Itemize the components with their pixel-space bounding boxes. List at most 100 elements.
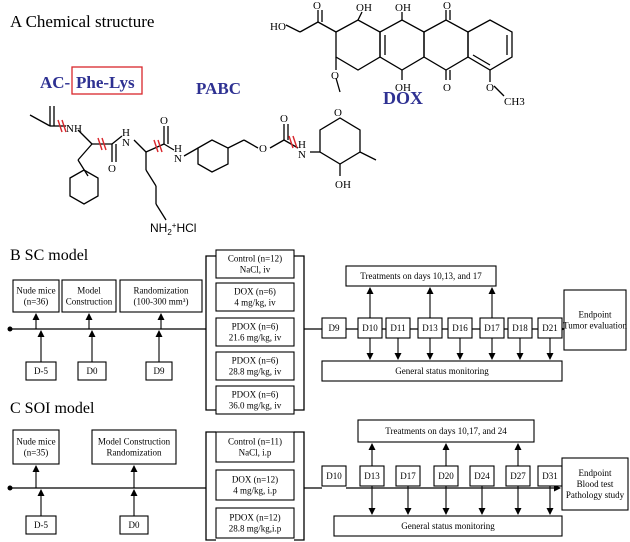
atom-o: O	[486, 82, 494, 94]
b-group-box-1-text: DOX (n=6)	[234, 287, 276, 297]
panel-b: B SC model Nude mice(n=36)ModelConstruct…	[7, 247, 627, 415]
atom-o: O	[280, 113, 288, 125]
c-setup-box-0-text: Nude mice	[16, 437, 55, 447]
b-group-box-4-text: 36.0 mg/kg, iv	[229, 401, 282, 411]
b-day-marker-1-text: D0	[87, 366, 98, 376]
c-treatments-box: Treatments on days 10,17, and 24	[357, 419, 535, 443]
b-group-box-2-frame	[215, 317, 295, 347]
panel-c: C SOI model Nude mice(n=35)Model Constru…	[7, 400, 629, 541]
atom-ho: HO	[270, 21, 286, 33]
group-bracket-c-left	[205, 431, 216, 541]
b-day-box-1: D10	[357, 317, 383, 339]
c-day-box-5-text: D27	[510, 471, 526, 481]
c-monitoring-box-frame	[333, 515, 563, 537]
label-dox: DOX	[383, 88, 423, 108]
b-setup-box-1-frame	[61, 279, 117, 313]
atom-n: N	[174, 153, 182, 165]
dox-atom-labels: HO O OH OH O O OH O CH3 O	[270, 0, 525, 108]
c-endpoint-box-frame	[561, 457, 629, 511]
b-setup-box-2-text: (100-300 mm³)	[134, 297, 189, 307]
group-bracket-c-right	[294, 431, 305, 541]
b-group-box-0: Control (n=12)NaCl, iv	[215, 249, 295, 279]
b-monitoring-box-frame	[321, 360, 563, 382]
b-setup-box-0-frame	[12, 279, 60, 313]
atom-o: O	[259, 143, 267, 155]
b-setup-box-0: Nude mice(n=36)	[12, 279, 60, 313]
c-day-marker-0-text: D-5	[34, 520, 48, 530]
c-group-box-0-frame	[215, 431, 295, 463]
panel-a-title: A Chemical structure	[10, 12, 154, 31]
dox-structure	[285, 10, 513, 97]
c-day-marker-1-text: D0	[129, 520, 140, 530]
c-treatments-box-text: Treatments on days 10,17, and 24	[385, 426, 507, 436]
c-day-box-2-text: D17	[400, 471, 416, 481]
atom-o: O	[313, 0, 321, 12]
b-group-box-1: DOX (n=6)4 mg/kg, iv	[215, 282, 295, 312]
b-group-box-4-frame	[215, 385, 295, 415]
b-treatments-box: Treatments on days 10,13, and 17	[345, 265, 497, 287]
atom-n: N	[298, 149, 306, 161]
c-group-box-2-text: 28.8 mg/kg,i.p	[229, 524, 282, 534]
atom-o: O	[334, 107, 342, 119]
label-pabc: PABC	[196, 79, 241, 98]
c-day-box-5: D27	[505, 465, 531, 487]
c-endpoint-box-text: Pathology study	[566, 490, 625, 500]
c-group-box-0-text: NaCl, i.p	[239, 448, 272, 458]
panel-a: A Chemical structure	[10, 0, 525, 237]
c-day-box-6: D31	[537, 465, 563, 487]
c-setup-box-1-frame	[91, 429, 177, 465]
c-group-box-2-frame	[215, 507, 295, 539]
c-day-box-0-text: D10	[326, 471, 342, 481]
b-group-box-4-text: PDOX (n=6)	[232, 390, 279, 400]
b-day-marker-0: D-5	[25, 361, 57, 381]
atom-h: H	[174, 143, 182, 155]
b-treatments-box-text: Treatments on days 10,13, and 17	[360, 271, 482, 281]
b-monitoring-box: General status monitoring	[321, 360, 563, 382]
b-day-box-0-text: D9	[329, 323, 340, 333]
b-setup-box-1-text: Model	[77, 286, 101, 296]
b-day-box-0-frame	[321, 317, 347, 339]
b-day-marker-0-text: D-5	[34, 366, 48, 376]
b-group-box-0-text: NaCl, iv	[240, 265, 271, 275]
atom-o: O	[108, 163, 116, 175]
b-setup-box-2: Randomization(100-300 mm³)	[119, 279, 203, 313]
peptide-atom-labels: NH O H N O H N O O H N O OH	[66, 107, 351, 191]
c-day-box-4-text: D24	[474, 471, 490, 481]
b-day-marker-1: D0	[77, 361, 107, 381]
atom-oh: OH	[395, 82, 411, 94]
panel-c-dynamic: Nude mice(n=35) Model ConstructionRandomi…	[12, 419, 629, 539]
cleavage-marks	[57, 119, 298, 153]
b-day-box-6-text: D18	[512, 323, 528, 333]
atom-nh2-hcl: NH2+HCl	[150, 221, 196, 237]
b-group-box-2-text: 21.6 mg/kg, iv	[229, 333, 282, 343]
b-day-marker-2-text: D9	[154, 366, 165, 376]
atom-o: O	[443, 82, 451, 94]
c-group-box-0: Control (n=11)NaCl, i.p	[215, 431, 295, 463]
b-day-box-0: D9	[321, 317, 347, 339]
atom-o: O	[443, 0, 451, 12]
b-group-box-3-text: PDOX (n=6)	[232, 356, 279, 366]
c-treatments-box-frame	[357, 419, 535, 443]
c-setup-box-0: Nude mice(n=35)	[12, 429, 60, 465]
c-endpoint-box-text: Blood test	[577, 479, 614, 489]
b-group-box-1-frame	[215, 282, 295, 312]
label-phe-lys: Phe-Lys	[76, 73, 135, 92]
group-bracket-b-left	[205, 255, 216, 411]
atom-oh: OH	[395, 2, 411, 14]
b-endpoint-box-text: Endpoint	[579, 310, 612, 320]
b-group-box-3-frame	[215, 351, 295, 381]
b-group-box-2: PDOX (n=6)21.6 mg/kg, iv	[215, 317, 295, 347]
group-bracket-b-right	[294, 255, 305, 411]
c-day-box-3: D20	[433, 465, 459, 487]
c-day-box-1-text: D13	[364, 471, 380, 481]
atom-h: H	[298, 139, 306, 151]
c-group-box-1: DOX (n=12)4 mg/kg, i.p	[215, 469, 295, 501]
c-day-box-0: D10	[321, 465, 347, 487]
c-setup-box-1-text: Model Construction	[98, 437, 171, 447]
b-setup-box-2-frame	[119, 279, 203, 313]
atom-o: O	[331, 70, 339, 82]
